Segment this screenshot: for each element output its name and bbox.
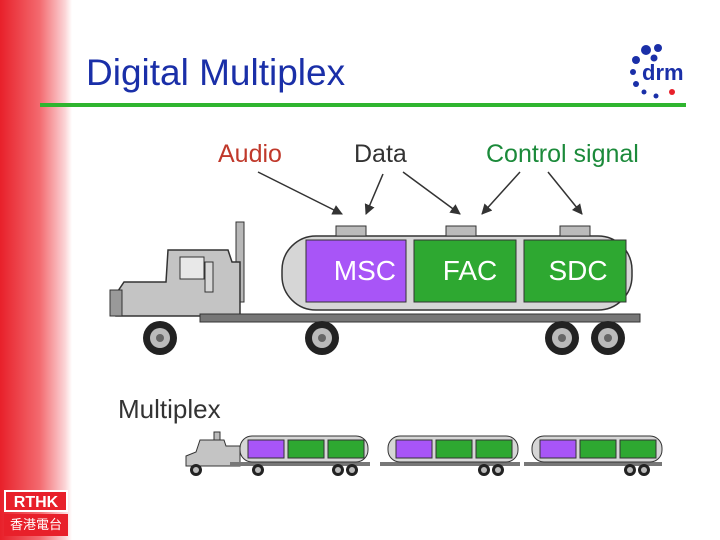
drm-logo-icon: drm (630, 44, 684, 99)
arrow-data-1 (364, 173, 384, 215)
wheel (545, 321, 579, 355)
rthk-logo-top: RTHK (4, 490, 68, 512)
title-underline (40, 103, 686, 107)
rthk-logo: RTHK 香港電台 (4, 490, 68, 536)
truck-grille (109, 289, 123, 317)
tank-fac-label: FAC (443, 255, 497, 286)
arrow-audio (257, 171, 343, 215)
rthk-logo-bottom: 香港電台 (4, 514, 68, 536)
tank-fac (413, 239, 517, 303)
tank-sdc (523, 239, 627, 303)
label-control-signal: Control signal (486, 140, 639, 168)
cab-mirror (204, 261, 214, 293)
chassis (199, 313, 641, 323)
tank-msc-label: MSC (334, 255, 396, 286)
arrow-data-2 (402, 171, 461, 215)
label-audio: Audio (218, 140, 282, 168)
arrow-control-2 (547, 171, 583, 215)
tank-msc (305, 239, 407, 303)
wheel (143, 321, 177, 355)
cab-window (179, 256, 205, 280)
wheel (305, 321, 339, 355)
label-data: Data (354, 140, 407, 168)
arrow-control-1 (481, 171, 521, 215)
large-truck: MSC FAC SDC (109, 221, 641, 355)
tank-sdc-label: SDC (548, 255, 607, 286)
slide-title: Digital Multiplex (86, 52, 346, 93)
sidebar-band (0, 0, 72, 540)
label-multiplex: Multiplex (118, 394, 221, 424)
drm-logo: drm (628, 42, 692, 102)
multiplex-convoy (185, 431, 663, 476)
truck-cab (115, 249, 241, 317)
wheel (591, 321, 625, 355)
hatch (559, 225, 591, 237)
drm-logo-text: drm (642, 60, 684, 85)
hatch (335, 225, 367, 237)
arrows (257, 171, 583, 215)
hatch (445, 225, 477, 237)
